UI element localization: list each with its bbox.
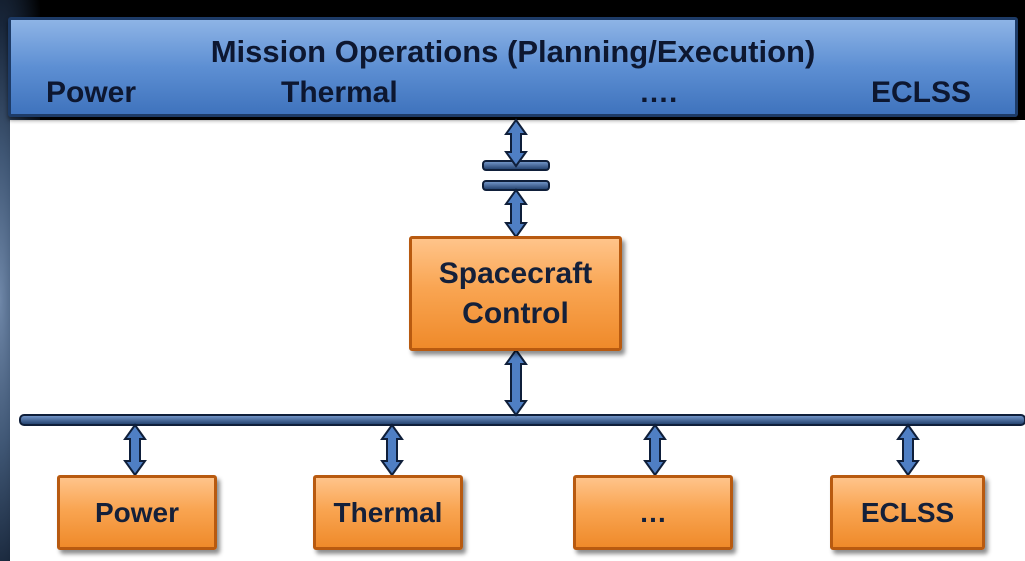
bidirectional-arrow-bus-to-thermal — [380, 423, 404, 477]
subsystem-label-power: Power — [94, 496, 180, 528]
mission-item-power: Power — [46, 76, 137, 109]
mission-item-thermal: Thermal — [281, 76, 398, 109]
subsystem-label-eclss: ECLSS — [860, 496, 955, 528]
subsystem-box-eclss: ECLSS — [830, 475, 985, 550]
bidirectional-arrow-break-to-control — [504, 188, 528, 239]
mission-item-ellipsis: …. — [639, 76, 678, 109]
bidirectional-arrow-mission-to-break — [504, 118, 528, 168]
spacecraft-control-line1: Spacecraft — [438, 256, 593, 290]
bidirectional-arrow-bus-to-ellipsis — [643, 423, 667, 477]
mission-item-eclss: ECLSS — [871, 76, 972, 109]
bidirectional-arrow-control-to-bus — [504, 348, 528, 417]
mission-operations-bar: Mission Operations (Planning/Execution) … — [8, 17, 1018, 117]
subsystem-label-ellipsis: … — [639, 496, 667, 528]
subsystem-box-ellipsis: … — [573, 475, 733, 550]
spacecraft-control-line2: Control — [462, 296, 569, 330]
bidirectional-arrow-bus-to-power — [123, 423, 147, 477]
subsystem-box-thermal: Thermal — [313, 475, 463, 550]
bidirectional-arrow-bus-to-eclss — [896, 423, 920, 477]
data-bus-line — [19, 414, 1025, 426]
subsystem-label-thermal: Thermal — [333, 496, 443, 528]
mission-operations-title: Mission Operations (Planning/Execution) — [210, 34, 816, 69]
subsystem-box-power: Power — [57, 475, 217, 550]
spacecraft-control-box: Spacecraft Control — [409, 236, 622, 351]
